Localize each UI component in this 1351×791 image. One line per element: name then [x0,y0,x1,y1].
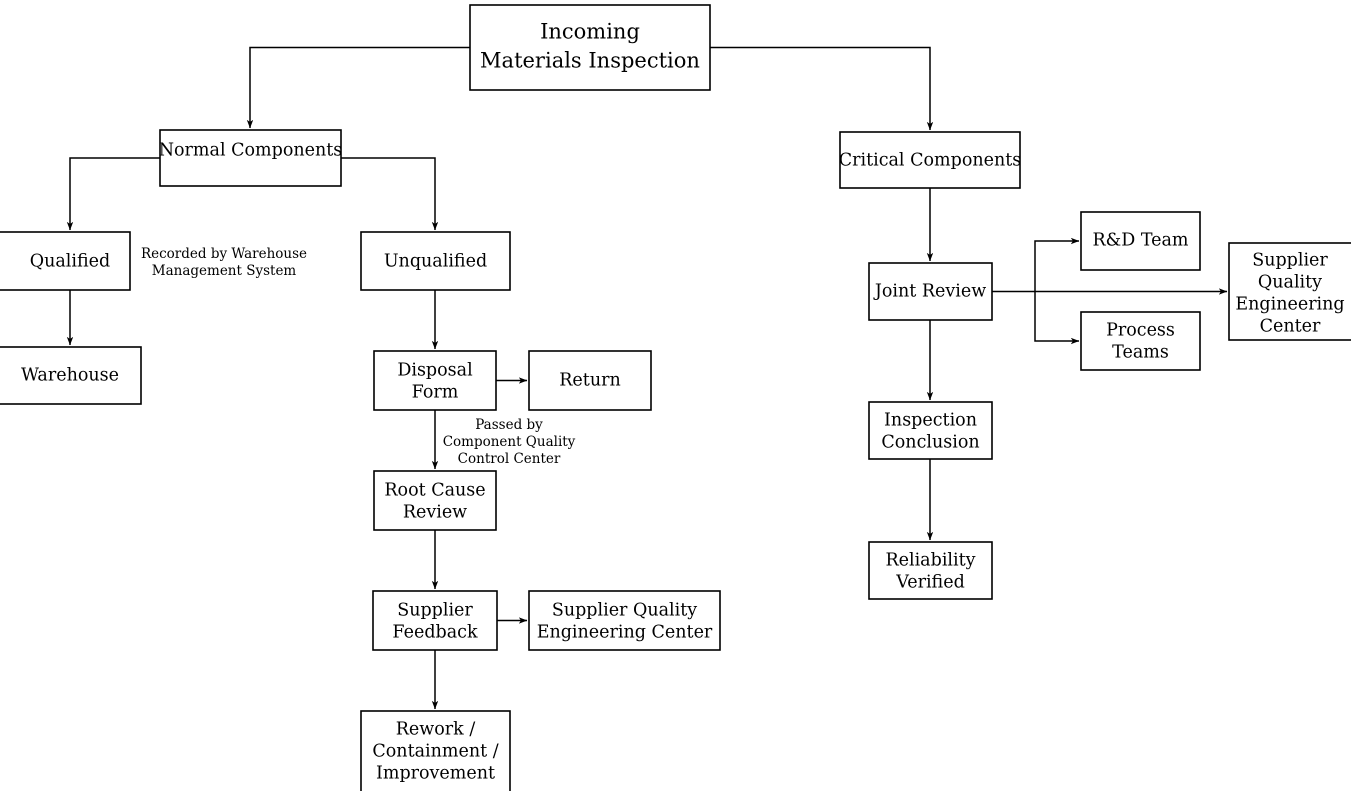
node-rework-containment-improvement[interactable]: Rework / Containment / Improvement [360,710,511,791]
node-joint-review[interactable]: Joint Review [868,262,993,321]
node-return[interactable]: Return [528,350,652,411]
node-label: R&D Team [1092,231,1188,251]
edge-label-recorded-by-warehouse-management-system: Recorded by Warehouse Management System [141,246,307,279]
edge-incoming-to-critical [710,46,934,131]
node-label: Verified [895,573,965,593]
edge-label-passed-by-component-quality-control-center: Passed by Component Quality Control Cent… [443,417,576,467]
node-label: Joint Review [873,282,986,302]
node-label: Normal Components [159,141,343,161]
node-rd-team[interactable]: R&D Team [1080,211,1201,271]
edge-label-line: Control Center [458,451,561,467]
node-supplier-quality-engineering-center-mid[interactable]: Supplier Quality Engineering Center [528,590,721,651]
node-label: Center [1260,317,1321,337]
edge-normal-to-unqualified [341,157,439,231]
node-label: Conclusion [881,433,979,453]
node-label: Review [403,503,467,523]
edge-layer [66,46,1228,710]
node-label: Rework / [396,720,476,740]
edge-incoming-to-normal [246,46,470,129]
node-label: Form [412,383,459,403]
node-label: Engineering [1235,295,1344,315]
node-label: Inspection [884,411,977,431]
edge-label-line: Passed by [475,417,543,433]
node-label: Reliability [885,551,975,571]
node-inspection-conclusion[interactable]: Inspection Conclusion [868,401,993,460]
edge-label-line: Component Quality [443,434,576,450]
node-label: Warehouse [21,366,119,386]
edge-label-layer: Recorded by Warehouse Management System … [141,246,576,467]
node-label: Supplier [397,601,473,621]
node-warehouse[interactable]: Warehouse [0,346,142,405]
node-label: Supplier [1252,251,1328,271]
node-label: Process [1106,321,1175,341]
node-critical-components[interactable]: Critical Components [839,131,1022,189]
node-label: Quality [1258,273,1322,293]
node-label: Incoming [540,20,640,44]
node-label: Disposal [397,361,473,381]
edge-normal-to-qualified [66,157,160,231]
node-label: Root Cause [384,481,485,501]
node-supplier-quality-engineering-center-right[interactable]: Supplier Quality Engineering Center [1228,242,1351,341]
node-label: Critical Components [839,151,1022,171]
edge-joint-review-to-process-teams [1034,291,1080,345]
edge-label-line: Recorded by Warehouse [141,246,307,262]
node-label: Improvement [376,764,495,784]
node-label: Unqualified [384,252,487,272]
node-label: Supplier Quality [552,601,697,621]
node-normal-components[interactable]: Normal Components [159,129,343,187]
node-unqualified[interactable]: Unqualified [360,231,511,291]
node-label: Return [559,371,620,391]
node-supplier-feedback[interactable]: Supplier Feedback [372,590,498,651]
node-label: Engineering Center [537,623,713,643]
node-label: Qualified [30,252,110,272]
node-incoming-materials-inspection[interactable]: Incoming Materials Inspection [469,4,711,91]
node-root-cause-review[interactable]: Root Cause Review [373,470,497,531]
node-process-teams[interactable]: Process Teams [1080,311,1201,371]
node-reliability-verified[interactable]: Reliability Verified [868,541,993,600]
node-label: Containment / [372,742,498,762]
node-label: Feedback [392,623,478,643]
node-layer: Incoming Materials Inspection Normal Com… [0,4,1351,791]
edge-label-line: Management System [152,263,297,279]
node-disposal-form[interactable]: Disposal Form [373,350,497,411]
node-label: Teams [1112,343,1169,363]
edge-joint-review-to-rd-team [1034,237,1080,292]
node-qualified[interactable]: Qualified [0,231,131,291]
node-label: Materials Inspection [480,49,700,73]
